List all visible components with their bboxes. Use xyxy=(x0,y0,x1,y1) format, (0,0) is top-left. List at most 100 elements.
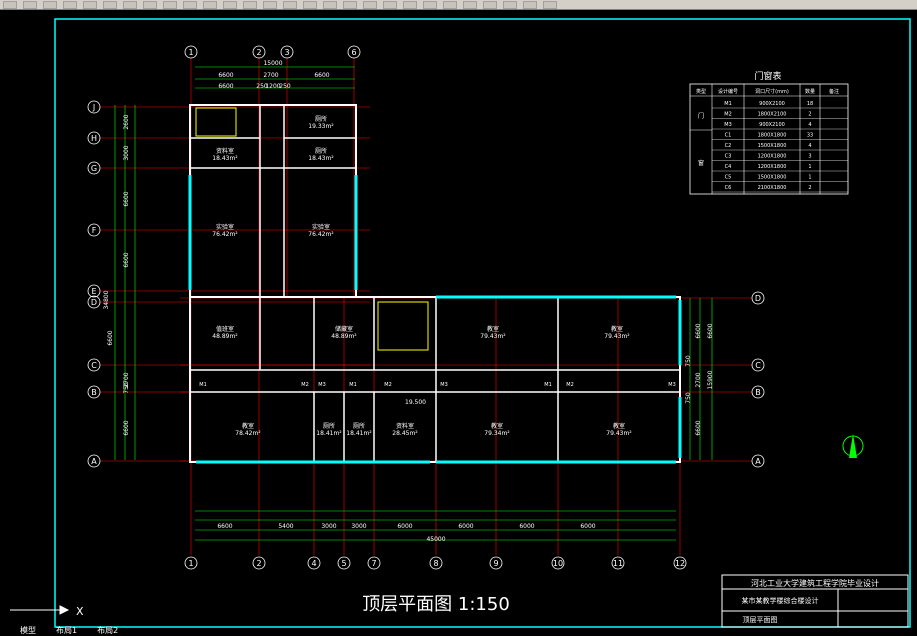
schedule-cell: M2 xyxy=(724,112,732,118)
axis-bubble-bottom-label: 4 xyxy=(311,559,316,568)
match-icon[interactable] xyxy=(183,0,197,9)
axis-bubble-left: C xyxy=(87,358,101,372)
layout-tab[interactable]: 布局2 xyxy=(97,626,119,635)
dimension-text: 6600 xyxy=(217,523,232,530)
door-label: M2 xyxy=(384,382,392,388)
stairs xyxy=(195,107,429,351)
axis-bubble-bottom-label: 8 xyxy=(433,559,438,568)
help-icon[interactable] xyxy=(443,0,457,9)
upper-wing-wall xyxy=(189,104,357,298)
axis-bubble-bottom-label: 1 xyxy=(188,559,193,568)
layer-freeze-icon[interactable] xyxy=(523,0,537,9)
axis-bubble-left: B xyxy=(87,385,101,399)
print-icon[interactable] xyxy=(63,0,77,9)
zoom-realtime-icon[interactable] xyxy=(263,0,277,9)
axis-bubble-top-label: 3 xyxy=(284,48,289,57)
layer-lock-icon[interactable] xyxy=(543,0,557,9)
dimension-text: 250 xyxy=(279,83,291,90)
axis-bubble-left: G xyxy=(87,161,101,175)
properties-icon[interactable] xyxy=(323,0,337,9)
axis-bubble-top: 3 xyxy=(280,45,294,59)
room-name: 厕所 xyxy=(315,147,327,155)
sheetset-icon[interactable] xyxy=(383,0,397,9)
dimension-text: 6600 xyxy=(218,72,233,79)
schedule-header: 设计编号 xyxy=(718,88,738,95)
schedule-cell: 2 xyxy=(808,185,811,191)
axis-bubble-bottom: 11 xyxy=(611,556,625,570)
designcenter-icon[interactable] xyxy=(343,0,357,9)
cut-icon[interactable] xyxy=(123,0,137,9)
drawing-frame xyxy=(54,18,911,628)
room-area: 79.43m² xyxy=(606,430,632,437)
dimension-text: 6600 xyxy=(314,72,329,79)
undo-icon[interactable] xyxy=(203,0,217,9)
door-schedule-title: 门窗表 xyxy=(754,70,781,82)
axis-bubble-bottom: 9 xyxy=(489,556,503,570)
new-icon[interactable] xyxy=(3,0,17,9)
layer-state-icon[interactable] xyxy=(483,0,497,9)
axis-bubble-left-label: E xyxy=(91,287,96,296)
toolpalette-icon[interactable] xyxy=(363,0,377,9)
axis-bubble-bottom-label: 12 xyxy=(675,559,685,568)
door-label: M3 xyxy=(440,382,448,388)
room-area: 18.43m² xyxy=(212,155,238,162)
copy-icon[interactable] xyxy=(143,0,157,9)
ucs-icon: X xyxy=(10,605,84,618)
markup-icon[interactable] xyxy=(403,0,417,9)
schedule-cell: C2 xyxy=(725,143,732,149)
layer-icon[interactable] xyxy=(463,0,477,9)
schedule-header: 备注 xyxy=(829,88,839,95)
room-name: 储藏室 xyxy=(335,325,353,333)
calc-icon[interactable] xyxy=(423,0,437,9)
axis-bubble-left: E xyxy=(87,284,101,298)
axis-bubble-right: A xyxy=(751,454,765,468)
layout-tab[interactable]: 布局1 xyxy=(56,626,78,635)
door-label: M3 xyxy=(318,382,326,388)
drawing-canvas[interactable]: 厕所19.33m²资料室18.43m²厕所18.43m²实验室76.42m²实验… xyxy=(0,10,917,636)
axis-bubble-bottom-label: 9 xyxy=(493,559,498,568)
title-block-school: 河北工业大学建筑工程学院毕业设计 xyxy=(751,578,879,588)
room-name: 厕所 xyxy=(353,422,365,430)
room-area: 28.45m² xyxy=(392,430,418,437)
preview-icon[interactable] xyxy=(83,0,97,9)
schedule-header: 洞口尺寸(mm) xyxy=(755,88,789,95)
pan-icon[interactable] xyxy=(243,0,257,9)
open-icon[interactable] xyxy=(23,0,37,9)
schedule-cell: C6 xyxy=(725,185,732,191)
axis-bubble-left-label: D xyxy=(91,298,97,307)
axis-bubble-left: H xyxy=(87,131,101,145)
room-area: 19.33m² xyxy=(308,123,334,130)
room-area: 79.43m² xyxy=(604,333,630,340)
svg-text:X: X xyxy=(76,605,84,618)
zoom-previous-icon[interactable] xyxy=(303,0,317,9)
axis-bubble-bottom: 5 xyxy=(337,556,351,570)
dimension-text: 3000 xyxy=(321,523,336,530)
layer-on-icon[interactable] xyxy=(503,0,517,9)
room-name: 厕所 xyxy=(315,115,327,123)
dimension-text: 750 xyxy=(685,355,692,367)
schedule-cell: 1800X1800 xyxy=(758,133,787,139)
schedule-cell: 1500X1800 xyxy=(758,143,787,149)
title-block-sheet: 顶层平面图 xyxy=(743,616,778,624)
lower-wing-wall xyxy=(189,296,681,463)
publish-icon[interactable] xyxy=(103,0,117,9)
door-label: M2 xyxy=(301,382,309,388)
dimension-text: 750 xyxy=(123,382,130,394)
axis-bubble-left-label: C xyxy=(91,361,97,370)
axis-bubble-bottom: 8 xyxy=(429,556,443,570)
save-icon[interactable] xyxy=(43,0,57,9)
layout-tab[interactable]: 模型 xyxy=(20,626,36,635)
paste-icon[interactable] xyxy=(163,0,177,9)
axis-bubble-left: F xyxy=(87,223,101,237)
schedule-cell: M1 xyxy=(724,101,732,107)
zoom-window-icon[interactable] xyxy=(283,0,297,9)
room-area: 18.43m² xyxy=(308,155,334,162)
schedule-cell: 1800X2100 xyxy=(758,112,787,118)
schedule-cell: C3 xyxy=(725,154,732,160)
redo-icon[interactable] xyxy=(223,0,237,9)
axis-bubble-bottom-label: 5 xyxy=(341,559,346,568)
axis-bubble-bottom: 4 xyxy=(307,556,321,570)
